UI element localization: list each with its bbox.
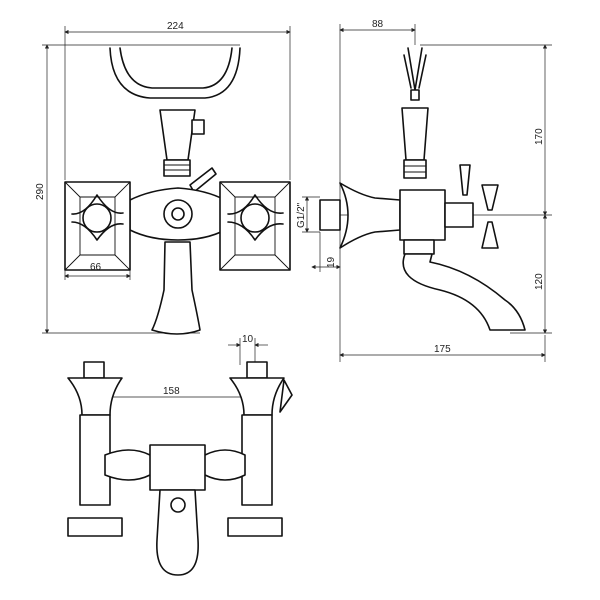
- front-width-label: 224: [167, 21, 184, 32]
- centers-label: 158: [163, 386, 180, 397]
- upper-height-label: 170: [534, 128, 545, 145]
- front-view: 224 290 66: [35, 21, 291, 335]
- pipe-label: 10: [242, 334, 254, 345]
- thread-length-label: 19: [326, 256, 337, 268]
- front-height-label: 290: [35, 183, 46, 200]
- side-view: 88 170 G1/2" 19 120 175: [296, 19, 552, 362]
- side-depth-label: 88: [372, 19, 384, 30]
- thread-label: G1/2": [296, 202, 307, 228]
- handle-box-label: 66: [90, 262, 102, 273]
- spout-reach-label: 175: [434, 344, 451, 355]
- lower-height-label: 120: [534, 273, 545, 290]
- top-view: 10 158: [67, 334, 293, 576]
